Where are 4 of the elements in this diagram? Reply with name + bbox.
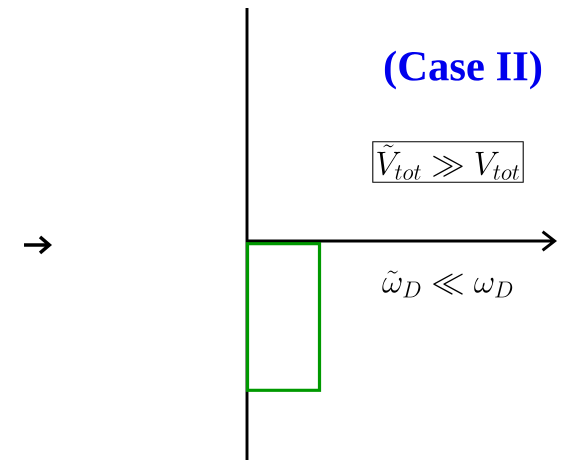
title: (Case II) <box>384 50 542 90</box>
rectangle <box>246 242 322 392</box>
formula-box: $\tilde{V}_{tot} \gg V_{tot}$ <box>372 141 524 183</box>
axis-label: $\tilde{\omega}_D \ll \omega_D$ <box>382 270 512 298</box>
